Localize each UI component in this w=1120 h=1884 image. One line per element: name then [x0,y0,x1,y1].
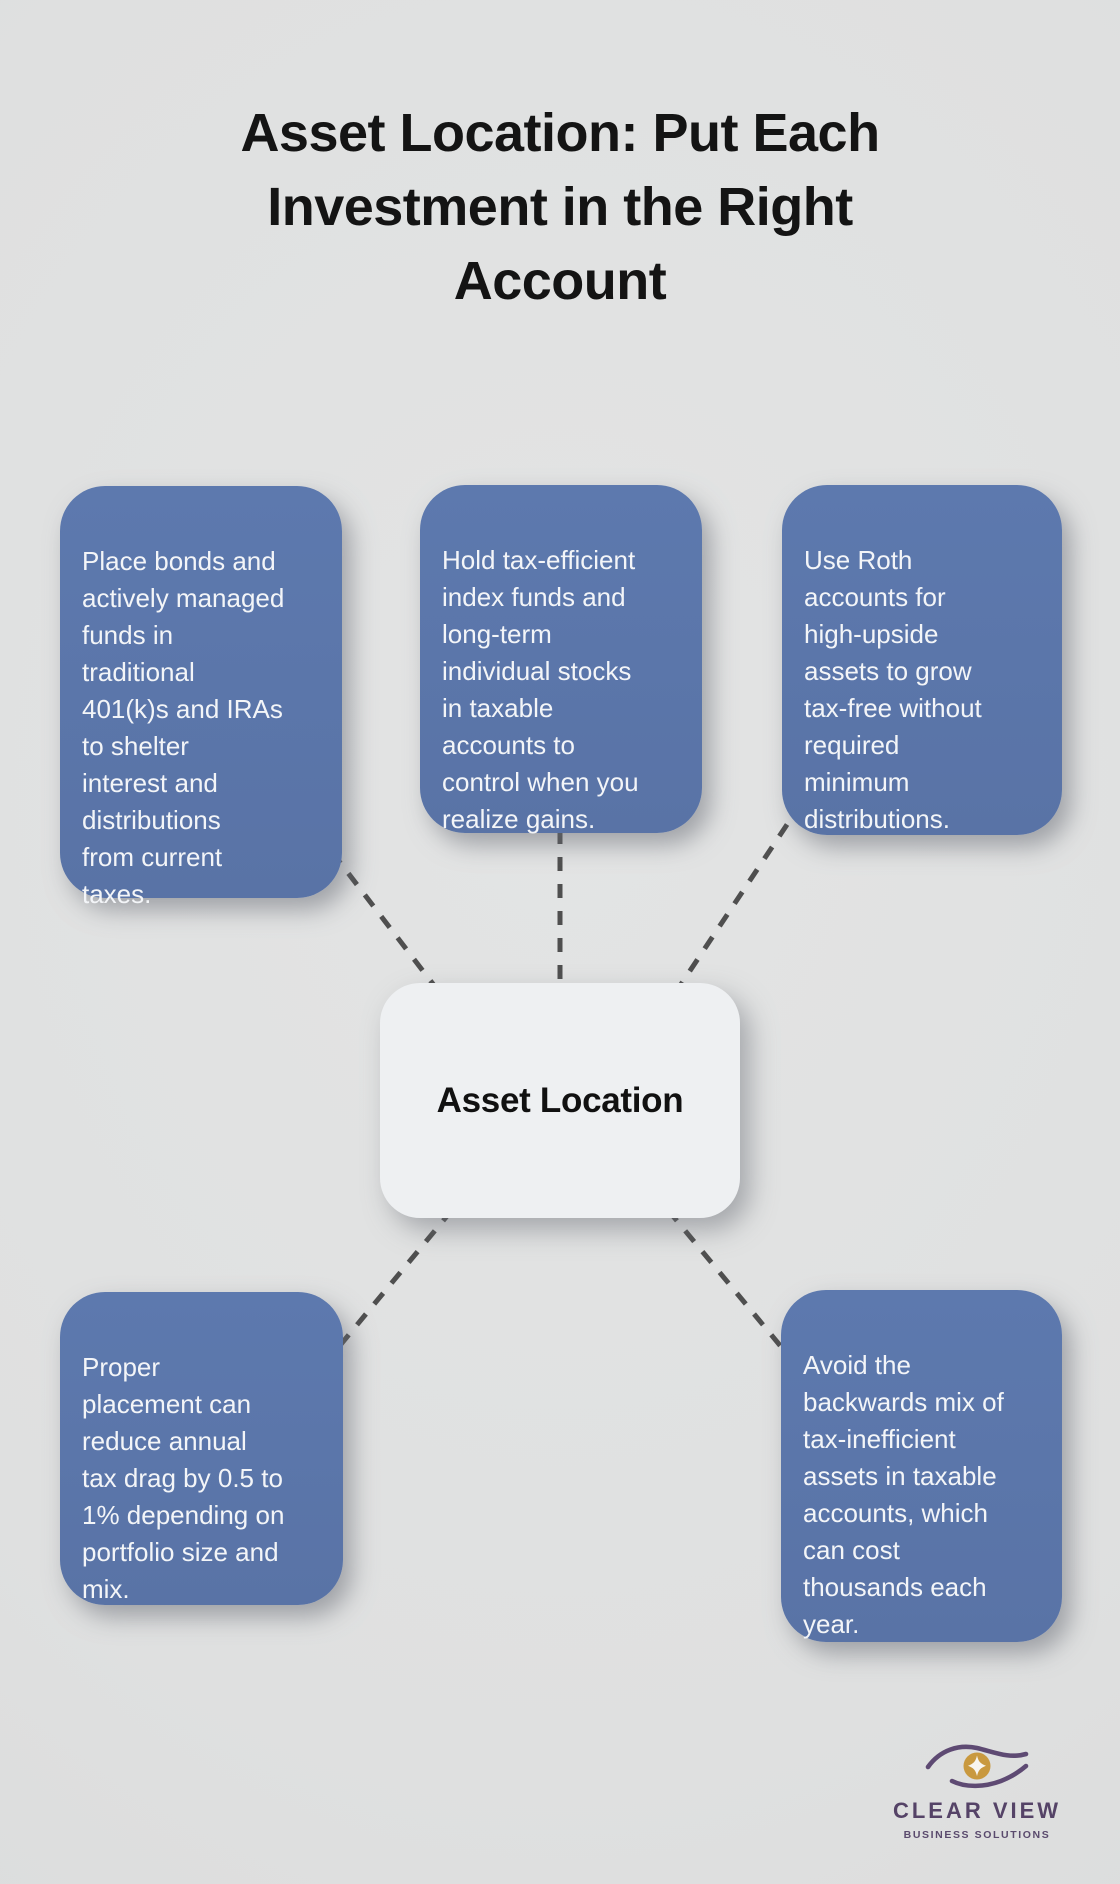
clearview-logo: CLEAR VIEW BUSINESS SOLUTIONS [860,1738,1094,1841]
node-top-left-text: Place bonds and actively managed funds i… [82,546,285,909]
connector-bottom-right [666,1208,804,1374]
center-node-label: Asset Location [436,1080,684,1120]
node-bottom-right: Avoid the backwards mix of tax-inefficie… [781,1290,1062,1642]
clearview-tagline: BUSINESS SOLUTIONS [903,1829,1051,1841]
node-top-center-text: Hold tax-efficient index funds and long-… [442,545,639,834]
page-title: Asset Location: Put Each Investment in t… [240,103,880,311]
node-top-right: Use Roth accounts for high-upside assets… [782,485,1062,835]
clearview-eye-icon [925,1744,1029,1789]
center-node: Asset Location [380,983,740,1218]
node-bottom-left: Proper placement can reduce annual tax d… [60,1292,343,1605]
node-bottom-left-text: Proper placement can reduce annual tax d… [82,1352,285,1604]
node-top-left: Place bonds and actively managed funds i… [60,486,342,909]
node-bottom-right-text: Avoid the backwards mix of tax-inefficie… [803,1350,1004,1639]
node-top-center: Hold tax-efficient index funds and long-… [420,485,702,834]
node-top-right-text: Use Roth accounts for high-upside assets… [804,545,982,834]
connector-top-left [330,850,464,1024]
clearview-wordmark: CLEAR VIEW [892,1798,1062,1823]
